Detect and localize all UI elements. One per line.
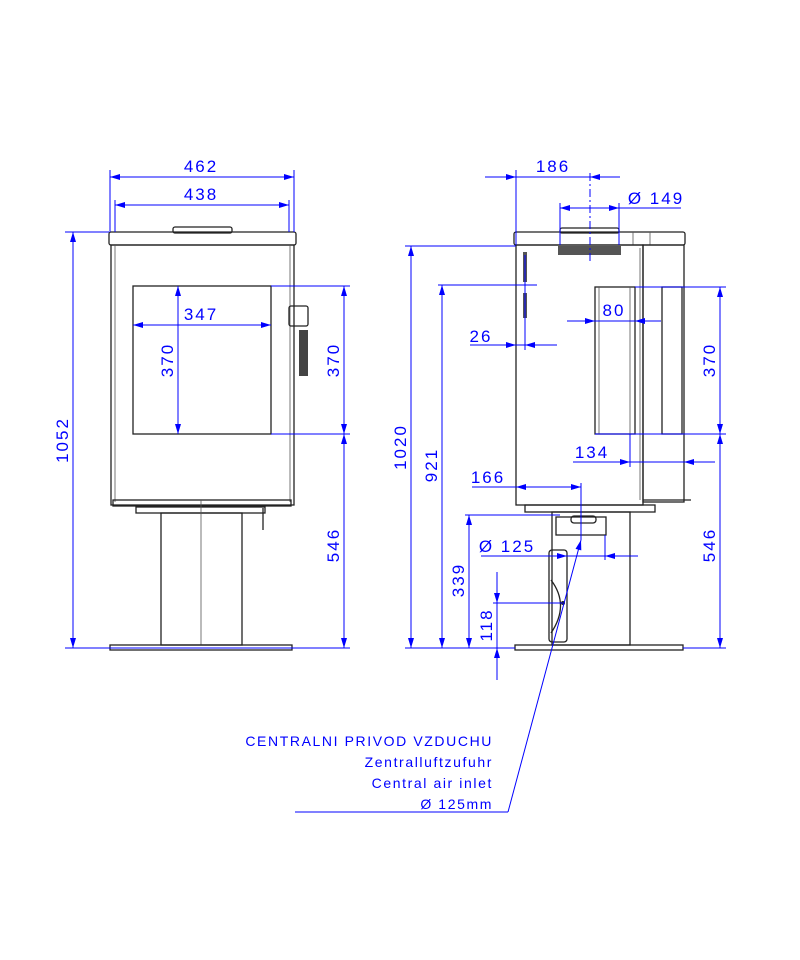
dim-flue-diameter: Ø 149 — [628, 189, 684, 208]
dim-pipe-height: 118 — [477, 608, 496, 641]
side-body — [515, 244, 644, 506]
side-view — [513, 227, 691, 651]
pedestal-column — [160, 512, 243, 646]
base-plate — [135, 506, 266, 514]
side-base-plate — [524, 504, 656, 513]
dim-side-overall-height: 1020 — [391, 424, 410, 470]
rear-box — [661, 286, 683, 435]
dim-door-height: 370 — [324, 343, 343, 377]
dim-glass-width: 347 — [184, 305, 218, 324]
dim-overall-width: 462 — [184, 157, 218, 176]
bottom-rim — [112, 499, 292, 507]
air-pipe — [548, 549, 568, 643]
dim-side-door-bottom-height: 546 — [700, 528, 719, 562]
side-floor-plate — [514, 644, 684, 651]
side-pedestal — [551, 511, 631, 646]
dim-door-bottom-height: 546 — [324, 528, 343, 562]
dim-flue-offset: 186 — [536, 157, 570, 176]
air-inlet-annotation: CENTRALNI PRIVOD VZDUCHU Zentralluftzufu… — [245, 539, 582, 813]
dim-rear-depth: 134 — [575, 443, 609, 462]
handle-grip — [299, 330, 308, 376]
top-knob — [172, 226, 233, 234]
dim-body-width: 438 — [184, 185, 218, 204]
side-dimensions: 186 Ø 149 1020 921 26 80 370 546 134 166… — [391, 157, 726, 680]
dim-inlet-diameter: Ø 125 — [479, 537, 535, 556]
dim-flue-wall-offset: 26 — [470, 327, 493, 346]
dim-overall-height: 1052 — [53, 417, 72, 463]
annotation-line-3: Central air inlet — [372, 775, 493, 791]
dim-inlet-offset: 166 — [471, 468, 505, 487]
dim-side-door-height: 370 — [700, 343, 719, 377]
top-vent — [558, 246, 621, 255]
leader-line — [507, 539, 582, 813]
annotation-line-4: Ø 125mm — [420, 796, 493, 812]
door-glass — [132, 285, 272, 435]
dim-door-depth: 80 — [603, 301, 626, 320]
door-handle — [288, 305, 309, 327]
dim-glass-height: 370 — [158, 343, 177, 377]
dim-inlet-height: 339 — [449, 563, 468, 597]
front-view — [108, 226, 309, 651]
annotation-line-1: CENTRALNI PRIVOD VZDUCHU — [245, 733, 493, 749]
rear-panel — [642, 244, 685, 503]
annotation-line-2: Zentralluftzufuhr — [365, 754, 493, 770]
dim-flue-height: 921 — [422, 448, 441, 482]
stove-body — [110, 244, 295, 506]
front-dimensions: 462 438 347 370 370 546 1052 — [53, 157, 350, 649]
side-top-plate — [513, 231, 686, 246]
top-plate — [108, 231, 297, 246]
